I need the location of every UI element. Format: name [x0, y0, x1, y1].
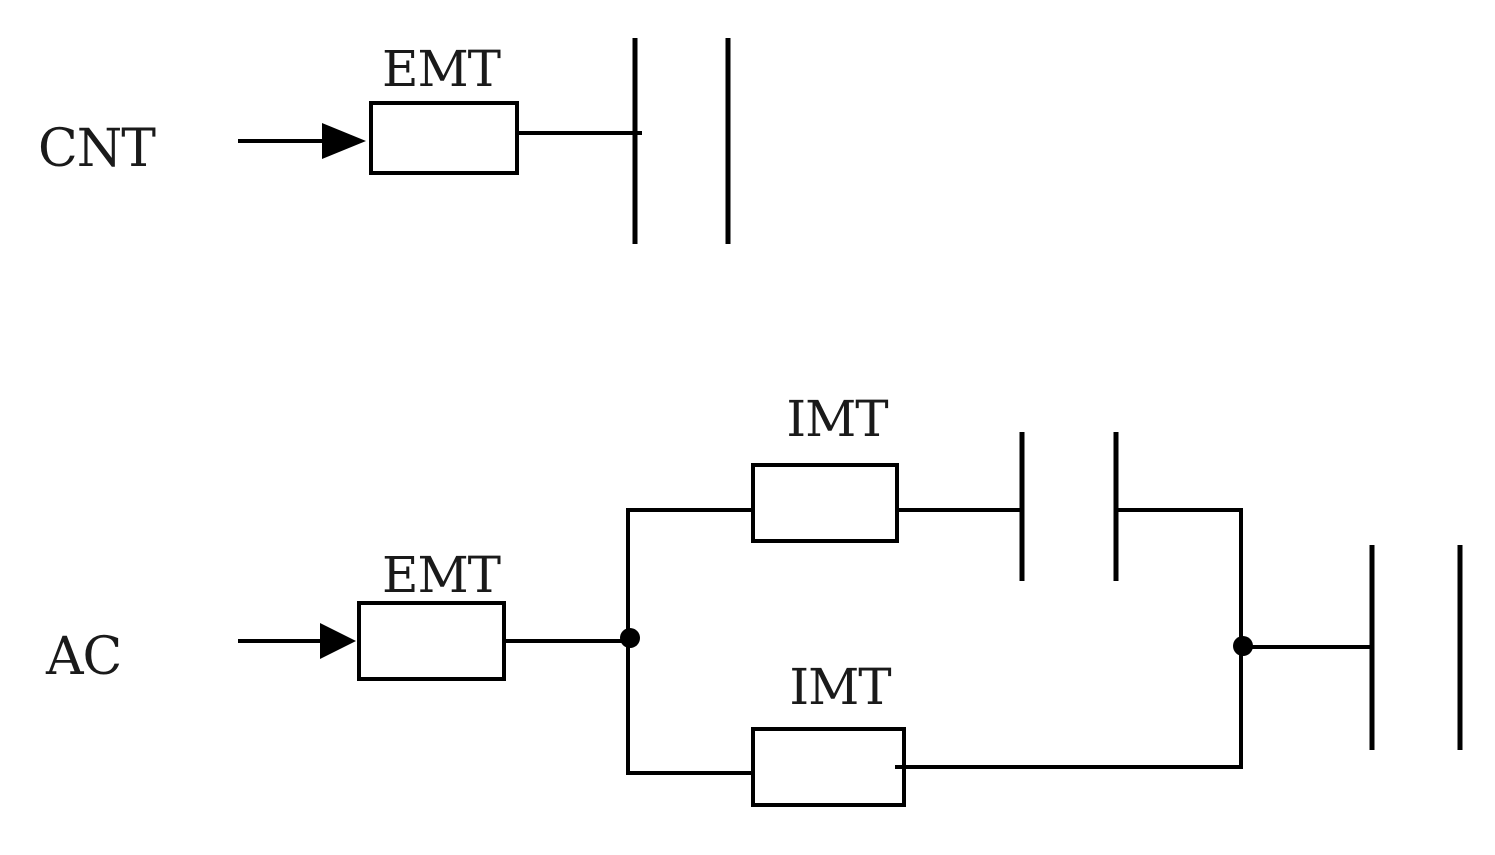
bottom-emt-block: [357, 601, 506, 681]
lower-imt-block: [751, 727, 906, 807]
bottom-emt-label: EMT: [382, 546, 501, 604]
top-emt-block: [369, 101, 519, 175]
lower-imt-label: IMT: [789, 658, 891, 716]
top-circuit: CNT EMT: [38, 38, 731, 244]
bottom-input-arrowhead: [320, 623, 356, 659]
top-emt-label: EMT: [382, 40, 501, 98]
upper-imt-label: IMT: [786, 390, 888, 448]
bottom-circuit: AC EMT IMT IMT: [45, 390, 1463, 807]
top-input-label: CNT: [38, 119, 156, 179]
upper-imt-block: [751, 463, 899, 543]
top-input-arrowhead: [322, 123, 366, 159]
bottom-input-label: AC: [45, 627, 121, 687]
